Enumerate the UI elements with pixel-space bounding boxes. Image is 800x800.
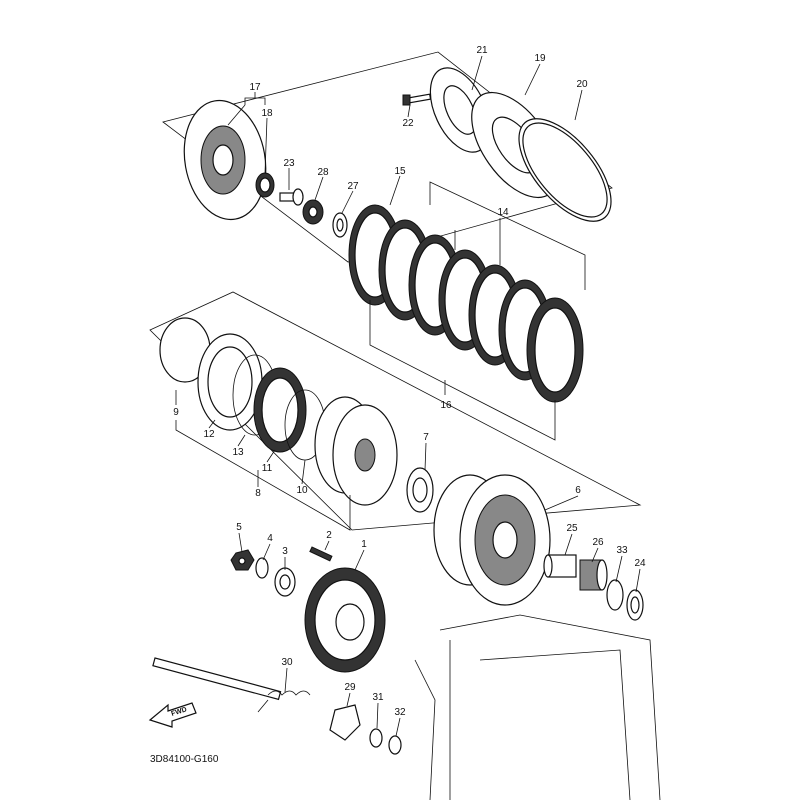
push-lever-shaft-part [152,657,282,701]
cushion-plate-part [197,333,263,431]
callout-2: 2 [326,530,332,541]
washer-32-part [388,735,402,755]
callout-5: 5 [236,522,242,533]
oil-seal-part [369,728,383,748]
callout-27: 27 [347,181,359,192]
callout-17: 17 [249,82,261,93]
push-lever-part [329,704,361,741]
callout-26: 26 [592,537,604,548]
callout-6: 6 [575,485,581,496]
key-part [309,546,333,562]
clutch-plate-stack [348,204,584,403]
callout-3: 3 [282,546,288,557]
nut-part [302,199,324,225]
collar-part [274,567,296,597]
callout-12: 12 [203,429,215,440]
callout-labels: 21 19 20 22 17 18 23 28 27 15 14 16 9 12… [173,45,646,718]
callout-20: 20 [576,79,588,90]
nut-5-part [230,549,255,571]
callout-16: 16 [440,400,452,411]
callout-8: 8 [255,488,261,499]
clutch-housing-part [433,474,551,606]
diagram-code: 3D84100-G160 [150,754,219,765]
callout-11: 11 [262,463,273,474]
push-rod-part [279,188,304,206]
needle-bearing-part [579,559,608,591]
washer-part [332,212,348,238]
callout-15: 15 [394,166,406,177]
crankcase-outline [414,614,661,800]
washer-33-part [606,579,624,611]
callout-14: 14 [497,207,509,218]
spring-30-part [257,690,311,713]
spacer-part [543,554,577,578]
washer-24-part [626,589,644,621]
forward-label: FWD [170,706,187,718]
callout-1: 1 [361,539,367,550]
clutch-boss-part [314,396,398,506]
callout-19: 19 [534,53,546,64]
callout-25: 25 [566,523,578,534]
callout-21: 21 [476,45,488,56]
callout-18: 18 [261,108,273,119]
callout-33: 33 [616,545,628,556]
callout-29: 29 [344,682,356,693]
pressure-plate-part [183,99,267,221]
callout-7: 7 [423,432,429,443]
callout-30: 30 [281,657,293,668]
callout-24: 24 [634,558,646,569]
friction-plate-part [253,367,307,453]
thrust-washer-part [406,467,434,513]
lower-group-outline [149,291,642,531]
callout-31: 31 [372,692,384,703]
forward-arrow-icon: FWD [148,702,197,728]
bearing-part [255,172,275,198]
callout-10: 10 [296,485,308,496]
callout-28: 28 [317,167,329,178]
primary-drive-gear-part [304,567,386,673]
callout-4: 4 [267,533,273,544]
leader-lines [175,55,641,737]
callout-13: 13 [232,447,244,458]
lock-washer-part [255,557,269,579]
bolt-part [402,93,432,106]
callout-32: 32 [394,707,406,718]
callout-9: 9 [173,407,179,418]
callout-22: 22 [402,118,414,129]
upper-group-outline [162,51,613,263]
callout-23: 23 [283,158,295,169]
circlip-plate-part [518,118,612,222]
